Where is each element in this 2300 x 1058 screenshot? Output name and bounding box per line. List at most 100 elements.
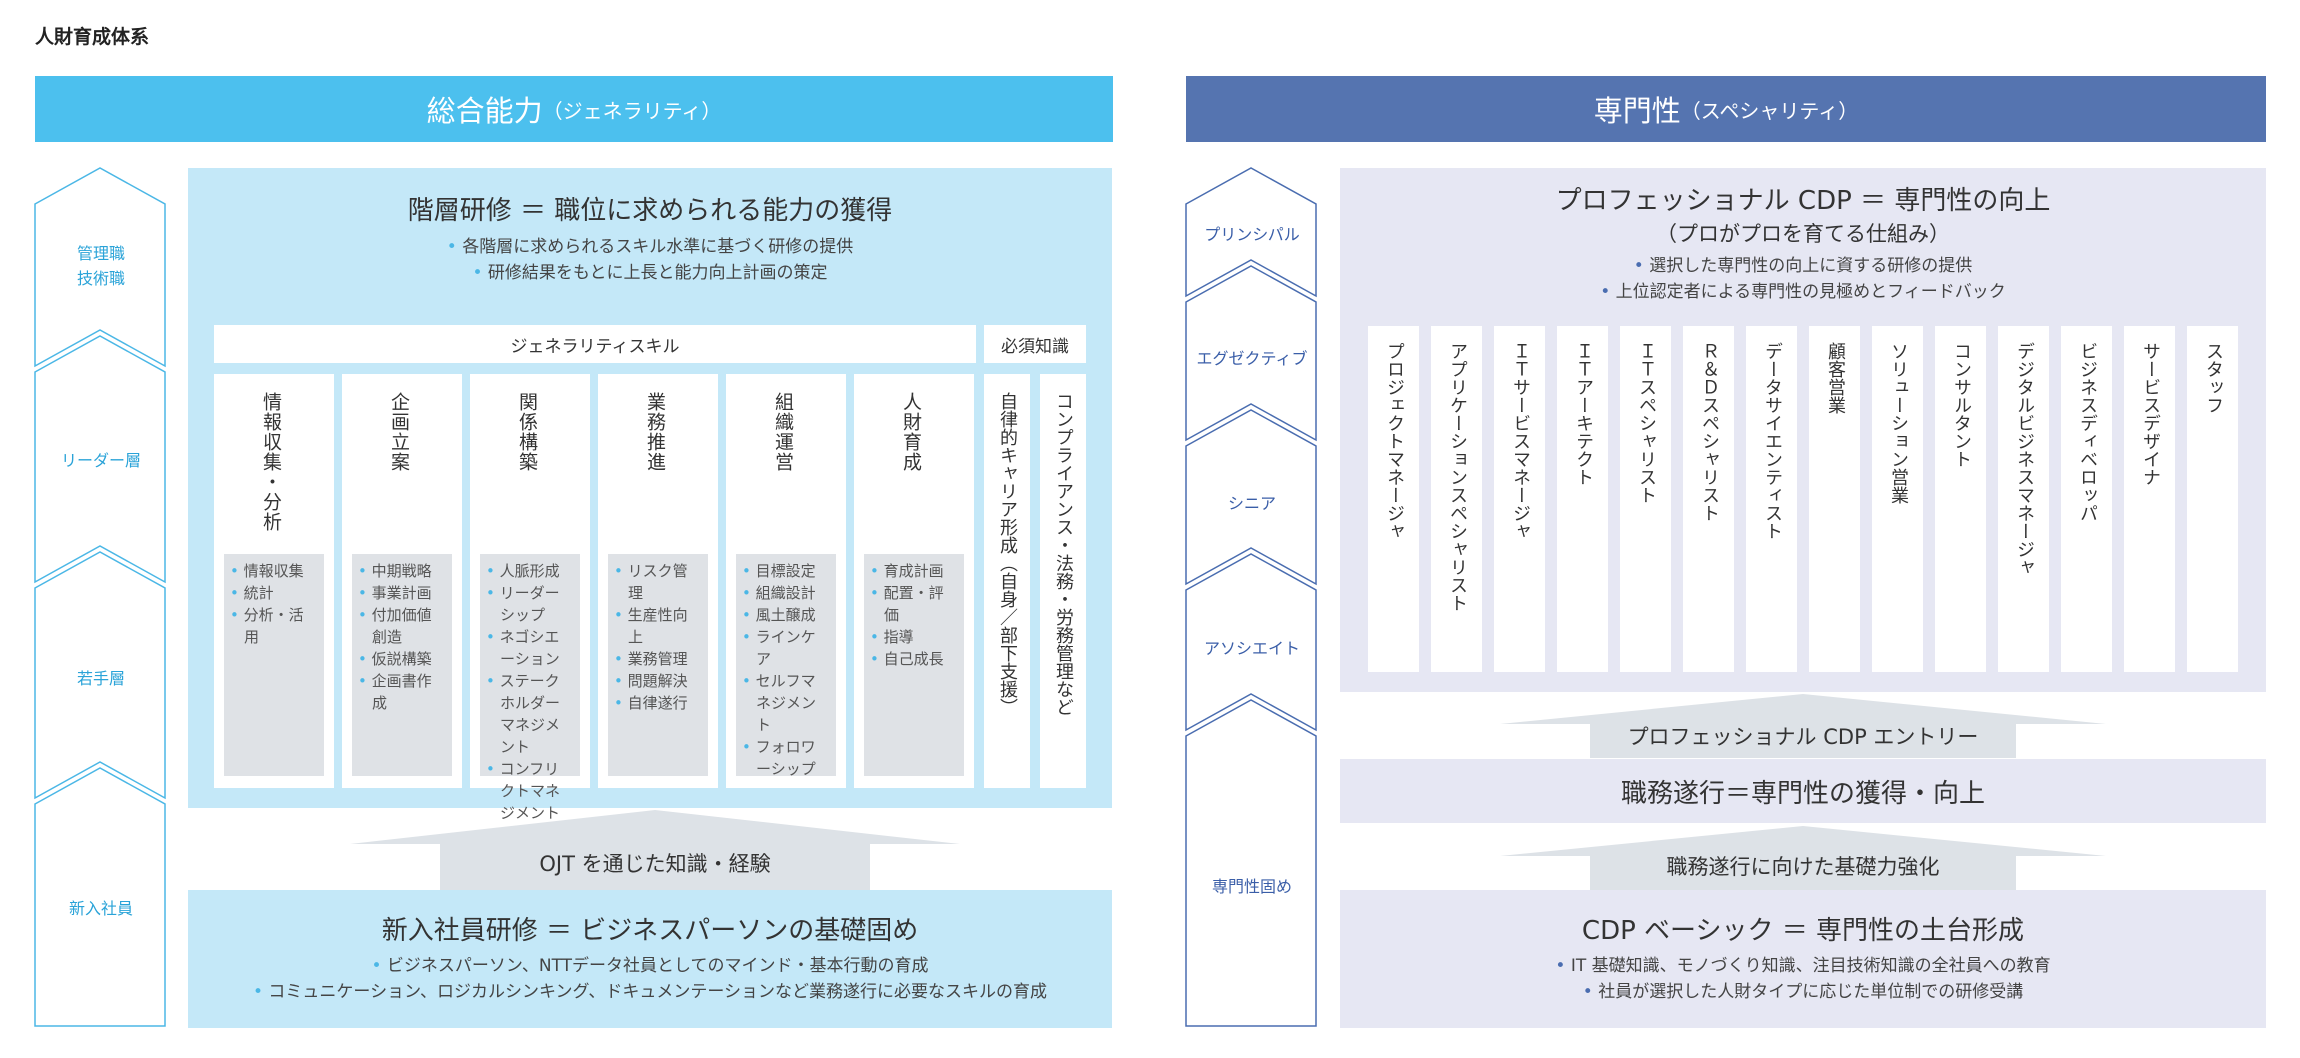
level-label-leader: リーダー層: [60, 451, 141, 470]
role-column: ＩＴアーキテクト: [1557, 326, 1608, 672]
skill-title: 情報収集・分析: [260, 392, 282, 532]
skill-items: 中期戦略 事業計画 付加価値創造 仮説構築 企画書作成: [352, 554, 452, 776]
skill-item: 自己成長: [870, 648, 958, 670]
level-label-principal: プリンシパル: [1204, 225, 1300, 244]
role-column: サービスデザイナ: [2124, 326, 2175, 672]
skill-item: 目標設定: [742, 560, 830, 582]
skill-item: 育成計画: [870, 560, 958, 582]
role-column: デジタルビジネスマネージャ: [1998, 326, 2049, 672]
left-level-arrows: [34, 167, 166, 1027]
cdp-bullet: 上位認定者による専門性の見極めとフィードバック: [1600, 279, 2006, 305]
new-employee-bullets: ビジネスパーソン、NTTデータ社員としてのマインド・基本行動の育成 コミュニケー…: [188, 953, 1112, 1005]
new-employee-title: 新入社員研修 ＝ ビジネスパーソンの基礎固め: [381, 915, 919, 946]
skill-item: 問題解決: [614, 670, 702, 692]
level-label-junior: 若手層: [76, 669, 125, 688]
basic-arrow-label: 職務遂行に向けた基礎力強化: [1666, 855, 1940, 879]
skill-item: 統計: [230, 582, 318, 604]
level-arrow-manager: [34, 167, 166, 368]
role-label: ＩＴアーキテクト: [1573, 342, 1594, 486]
skill-item: 生産性向上: [614, 604, 702, 648]
skill-item: 自律遂行: [614, 692, 702, 714]
skill-item: リーダーシップ: [486, 582, 574, 626]
page-title: 人財育成体系: [35, 26, 150, 48]
level-arrow-foundation: [1185, 699, 1317, 1027]
role-label: データサイエンティスト: [1762, 342, 1783, 540]
skill-item: 企画書作成: [358, 670, 446, 714]
skill-item: 付加価値創造: [358, 604, 446, 648]
level-label-senior: シニア: [1227, 494, 1276, 513]
level-label-foundation: 専門性固め: [1211, 877, 1292, 896]
skill-item: 事業計画: [358, 582, 446, 604]
role-label: ＩＴスペシャリスト: [1636, 342, 1657, 504]
skill-item: ステークホルダーマネジメント: [486, 670, 574, 758]
skill-item: 分析・活用: [230, 604, 318, 648]
role-column: データサイエンティスト: [1746, 326, 1797, 672]
professional-cdp-title: プロフェッショナル CDP ＝ 専門性の向上: [1555, 185, 2051, 216]
role-column: スタッフ: [2187, 326, 2238, 672]
level-arrow-executive: [1185, 265, 1317, 442]
role-column: ビジネスディベロッパ: [2061, 326, 2112, 672]
skill-column: 組織運営 目標設定 組織設計 風土醸成 ラインケア セルフマネジメント フォロワ…: [726, 374, 846, 788]
required-item: 自律的キャリア形成（自身／部下支援）: [997, 392, 1018, 716]
cdp-bullet: 選択した専門性の向上に資する研修の提供: [1634, 253, 1972, 279]
new-employee-bullet: コミュニケーション、ロジカルシンキング、ドキュメンテーションなど業務遂行に必要な…: [253, 979, 1047, 1005]
role-label: ソリューション営業: [1888, 342, 1909, 504]
level-label-manager: 管理職 技術職: [76, 244, 125, 288]
hierarchy-training-bullets: 各階層に求められるスキル水準に基づく研修の提供 研修結果をもとに上長と能力向上計…: [188, 234, 1112, 286]
level-label-new: 新入社員: [68, 899, 133, 918]
role-label: スタッフ: [2203, 342, 2224, 414]
required-column: コンプライアンス・法務・労務管理など: [1040, 374, 1086, 788]
ojt-label: OJT を通じた知識・経験: [539, 852, 771, 876]
skill-column: 企画立案 中期戦略 事業計画 付加価値創造 仮説構築 企画書作成: [342, 374, 462, 788]
skill-item: リスク管理: [614, 560, 702, 604]
basic-arrow: [1500, 826, 2106, 890]
cdp-basic-bullets: IT 基礎知識、モノづくり知識、注目技術知識の全社員への教育 社員が選択した人財…: [1340, 953, 2266, 1005]
skill-item: 風土醸成: [742, 604, 830, 626]
cdp-basic-title: CDP ベーシック ＝ 専門性の土台形成: [1581, 915, 2025, 946]
ojt-arrow: [350, 810, 960, 890]
generality-skill-label: ジェネラリティスキル: [214, 325, 976, 363]
required-column: 自律的キャリア形成（自身／部下支援）: [984, 374, 1030, 788]
specialty-header-title: 専門性: [1593, 94, 1681, 128]
level-arrow-new: [34, 767, 166, 1027]
role-column: Ｒ＆Ｄスペシャリスト: [1683, 326, 1734, 672]
required-knowledge-label: 必須知識: [984, 325, 1086, 363]
skill-items: リスク管理 生産性向上 業務管理 問題解決 自律遂行: [608, 554, 708, 776]
skill-item: 人脈形成: [486, 560, 574, 582]
skill-items: 目標設定 組織設計 風土醸成 ラインケア セルフマネジメント フォロワーシップ: [736, 554, 836, 778]
skill-column: 業務推進 リスク管理 生産性向上 業務管理 問題解決 自律遂行: [598, 374, 718, 788]
specialty-header: 専門性 （スペシャリティ）: [1186, 76, 2266, 142]
specialty-header-sub: （スペシャリティ）: [1680, 98, 1859, 123]
role-label: サービスデザイナ: [2140, 342, 2161, 486]
generality-header: 総合能力 （ジェネラリティ）: [35, 76, 1113, 142]
level-label-associate: アソシエイト: [1203, 639, 1300, 658]
role-label: 顧客営業: [1825, 342, 1846, 414]
cdp-basic-bullet: 社員が選択した人財タイプに応じた単位制での研修受講: [1583, 979, 2023, 1005]
role-label: ＩＴサービスマネージャ: [1510, 342, 1531, 540]
role-column: ソリューション営業: [1872, 326, 1923, 672]
skill-item: 中期戦略: [358, 560, 446, 582]
hierarchy-training-title: 階層研修 ＝ 職位に求められる能力の獲得: [407, 195, 893, 226]
skill-title: 関係構築: [516, 392, 538, 472]
skill-item: ラインケア: [742, 626, 830, 670]
role-label: Ｒ＆Ｄスペシャリスト: [1699, 342, 1720, 522]
professional-cdp-subtitle: （プロがプロを育てる仕組み）: [1656, 222, 1950, 246]
role-label: コンサルタント: [1951, 342, 1972, 468]
skill-item: 業務管理: [614, 648, 702, 670]
cdp-entry-label: プロフェッショナル CDP エントリー: [1627, 725, 1979, 749]
role-column: アプリケーションスペシャリスト: [1431, 326, 1482, 672]
level-arrow-senior: [1185, 409, 1317, 586]
role-column: プロジェクトマネージャ: [1368, 326, 1419, 672]
skill-title: 人財育成: [900, 392, 922, 472]
new-employee-bullet: ビジネスパーソン、NTTデータ社員としてのマインド・基本行動の育成: [371, 953, 929, 979]
skill-item: 仮説構築: [358, 648, 446, 670]
required-item: コンプライアンス・法務・労務管理など: [1053, 392, 1074, 716]
role-label: デジタルビジネスマネージャ: [2014, 342, 2035, 576]
duty-panel: 職務遂行＝専門性の獲得・向上: [1340, 759, 2266, 823]
role-label: ビジネスディベロッパ: [2077, 342, 2098, 522]
right-level-arrows: [1185, 167, 1317, 1027]
skill-item: 組織設計: [742, 582, 830, 604]
skill-items: 人脈形成 リーダーシップ ネゴシエーション ステークホルダーマネジメント コンフ…: [480, 554, 580, 822]
skill-item: 指導: [870, 626, 958, 648]
level-arrow-principal: [1185, 167, 1317, 298]
